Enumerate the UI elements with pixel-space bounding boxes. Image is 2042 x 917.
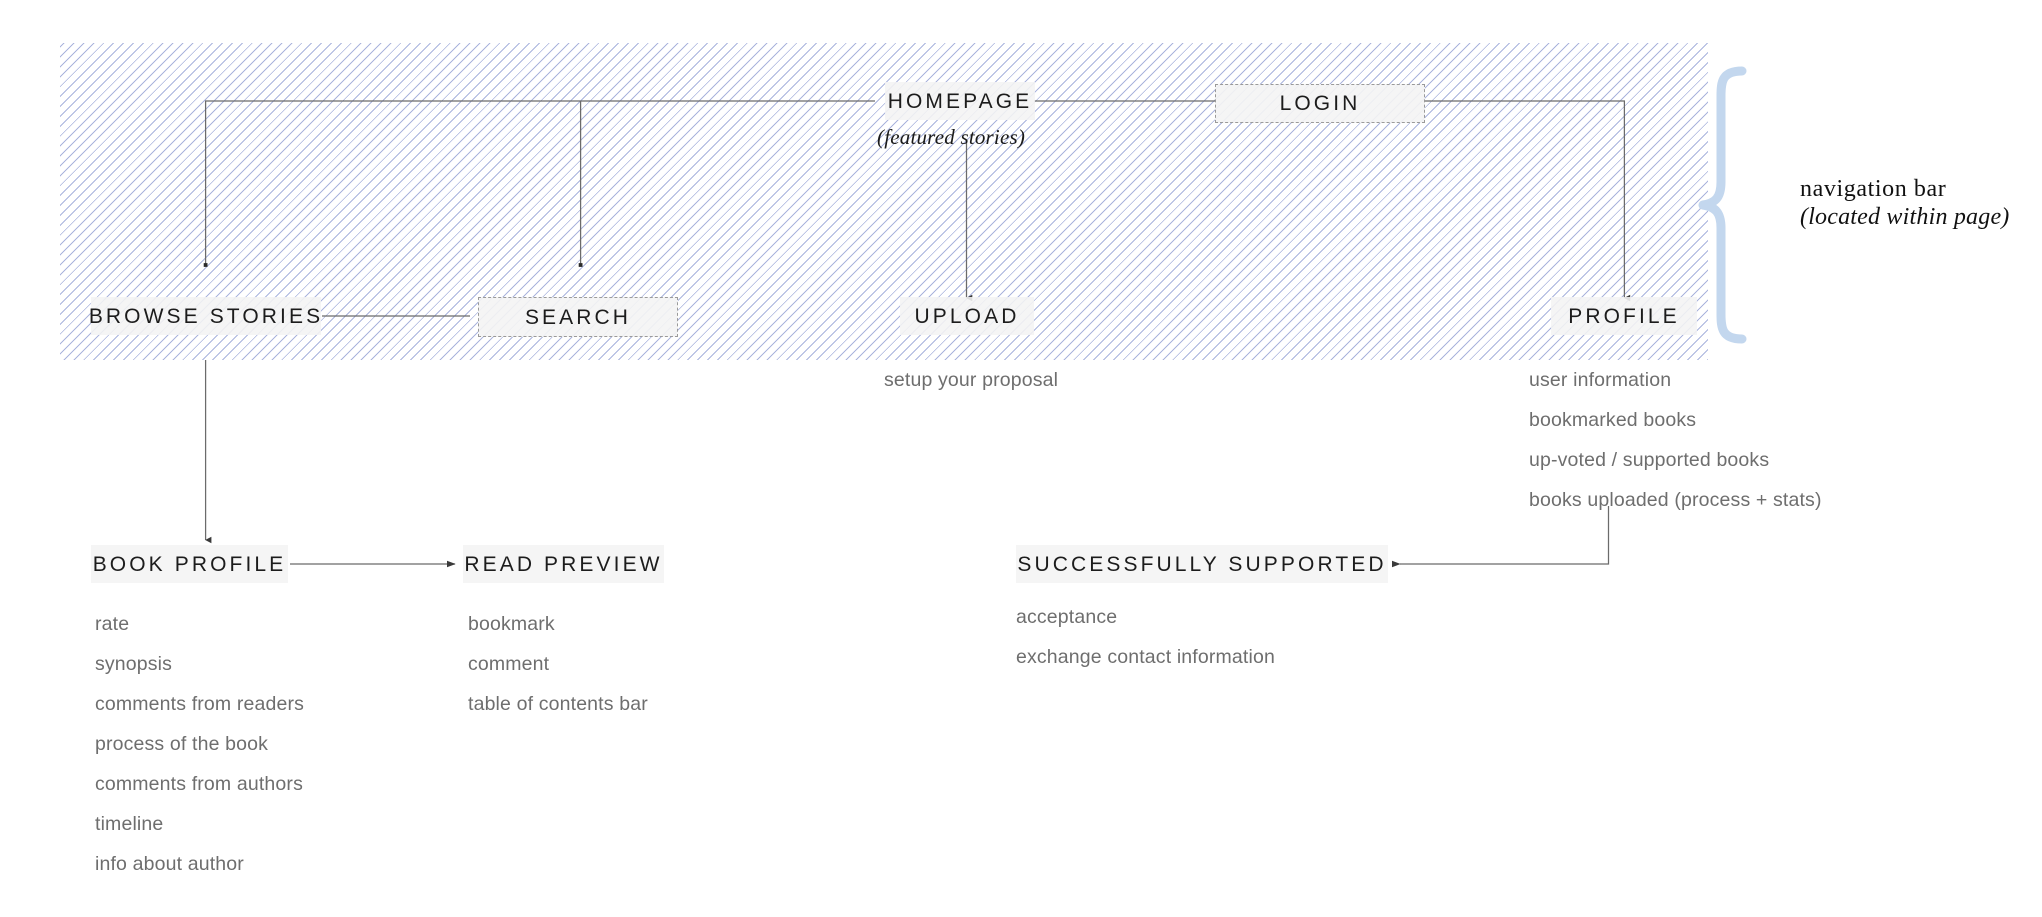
list-item: table of contents bar — [468, 693, 648, 715]
list-item: bookmarked books — [1529, 409, 1697, 431]
list-item: user information — [1529, 369, 1672, 391]
node-homepage[interactable]: HOMEPAGE — [885, 82, 1035, 120]
node-login[interactable]: LOGIN — [1215, 84, 1425, 123]
node-read-preview-label: READ PREVIEW — [464, 552, 663, 576]
node-browse-stories[interactable]: BROWSE STORIES — [88, 297, 324, 335]
node-read-preview[interactable]: READ PREVIEW — [463, 545, 664, 583]
list-item: books uploaded (process + stats) — [1529, 489, 1822, 511]
node-profile-label: PROFILE — [1568, 304, 1680, 328]
node-homepage-label: HOMEPAGE — [887, 89, 1033, 113]
navigation-bar-caption: navigation bar (located within page) — [1800, 175, 2010, 232]
list-item: rate — [95, 613, 130, 635]
navigation-bar-region — [60, 43, 1708, 360]
node-book-profile[interactable]: BOOK PROFILE — [91, 545, 288, 583]
list-item: up-voted / supported books — [1529, 449, 1770, 471]
profile-annotation-list: user information bookmarked books up-vot… — [1529, 369, 1822, 531]
curly-brace-icon — [1698, 66, 1747, 344]
node-successfully-supported-label: SUCCESSFULLY SUPPORTED — [1017, 552, 1387, 576]
list-item: exchange contact information — [1016, 646, 1275, 668]
book-profile-annotation-list: rate synopsis comments from readers proc… — [95, 613, 305, 895]
node-homepage-sublabel: (featured stories) — [877, 125, 1026, 149]
list-item: process of the book — [95, 733, 269, 755]
node-upload[interactable]: UPLOAD — [900, 297, 1034, 335]
list-item: comment — [468, 653, 550, 675]
upload-annotation-list: setup your proposal — [884, 369, 1059, 411]
node-search-label: SEARCH — [524, 305, 632, 329]
node-upload-label: UPLOAD — [914, 304, 1020, 328]
node-browse-stories-label: BROWSE STORIES — [88, 304, 324, 328]
node-search[interactable]: SEARCH — [478, 297, 678, 337]
list-item: setup your proposal — [884, 369, 1059, 391]
node-login-label: LOGIN — [1279, 92, 1361, 115]
node-successfully-supported[interactable]: SUCCESSFULLY SUPPORTED — [1016, 545, 1388, 583]
node-profile[interactable]: PROFILE — [1551, 297, 1697, 335]
list-item: comments from readers — [95, 693, 305, 715]
list-item: comments from authors — [95, 773, 303, 795]
list-item: synopsis — [95, 653, 173, 675]
list-item: info about author — [95, 853, 244, 875]
list-item: timeline — [95, 813, 164, 835]
navigation-bar-caption-sub: (located within page) — [1800, 204, 2010, 231]
read-preview-annotation-list: bookmark comment table of contents bar — [468, 613, 648, 735]
successfully-supported-annotation-list: acceptance exchange contact information — [1016, 606, 1275, 688]
node-book-profile-label: BOOK PROFILE — [92, 552, 287, 576]
list-item: acceptance — [1016, 606, 1118, 628]
navigation-bar-caption-main: navigation bar — [1800, 176, 1947, 202]
list-item: bookmark — [468, 613, 555, 635]
